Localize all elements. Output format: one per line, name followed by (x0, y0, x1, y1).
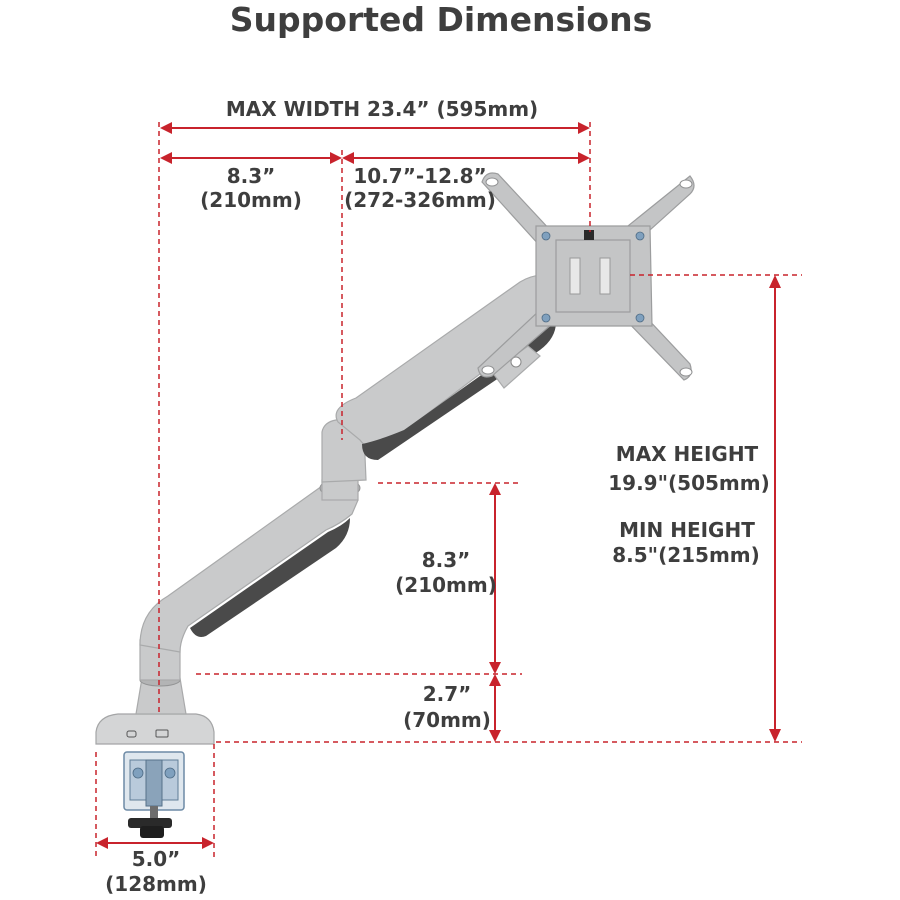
clamp-width-mm: (128mm) (105, 872, 207, 896)
arm-base (95, 639, 215, 745)
arm-height-mm: (210mm) (395, 573, 497, 597)
arm-height-inch: 8.3” (422, 548, 471, 572)
vesa-mount-plate (477, 172, 695, 381)
min-height-label: MIN HEIGHT (619, 518, 755, 542)
upper-arm (321, 274, 567, 483)
page-title: Supported Dimensions (230, 0, 652, 39)
dimension-labels: MAX WIDTH 23.4” (595mm) 8.3” (210mm) 10.… (105, 97, 770, 896)
lower-reach-mm: (210mm) (200, 188, 302, 212)
base-height-inch: 2.7” (423, 682, 472, 706)
clamp-width-inch: 5.0” (132, 847, 181, 871)
base-height-mm: (70mm) (403, 708, 491, 732)
lower-arm (139, 478, 361, 653)
monitor-arm-illustration (95, 172, 695, 838)
max-width-label: MAX WIDTH 23.4” (595mm) (226, 97, 538, 121)
max-height-value: 19.9"(505mm) (608, 471, 769, 495)
lower-reach-inch: 8.3” (227, 164, 276, 188)
upper-reach-inch: 10.7”-12.8” (353, 164, 486, 188)
dimension-lines (95, 122, 802, 860)
max-height-label: MAX HEIGHT (616, 442, 759, 466)
desk-clamp (123, 751, 185, 838)
min-height-value: 8.5"(215mm) (612, 543, 760, 567)
upper-reach-mm: (272-326mm) (344, 188, 496, 212)
